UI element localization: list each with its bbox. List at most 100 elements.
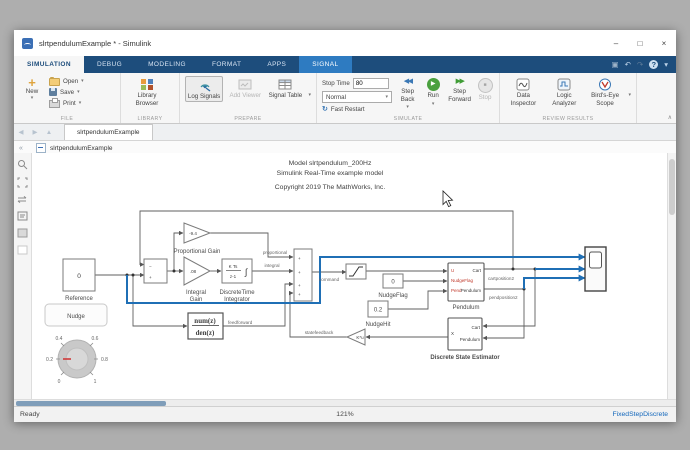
block-command-sum[interactable]: + + + +: [293, 248, 313, 302]
nudge-button[interactable]: Nudge: [44, 303, 108, 327]
group-caption-simulate: SIMULATE: [393, 116, 423, 122]
block-discrete-state-estimator[interactable]: Cart Pendulum X Discrete State Estimator: [430, 317, 500, 361]
group-review: Data Inspector Logic Analyzer Bird's-Eye…: [500, 73, 637, 123]
svg-text:Copyright 2019 The MathWorks,: Copyright 2019 The MathWorks, Inc.: [274, 184, 385, 191]
log-signals-button[interactable]: Log Signals: [185, 76, 224, 102]
prepare-overflow-caret-icon[interactable]: ▾: [308, 92, 311, 98]
new-button[interactable]: + New ▾: [19, 76, 45, 101]
tab-apps[interactable]: APPS: [267, 61, 287, 68]
signal-labels: proportional integral command statefeedb…: [228, 250, 518, 335]
block-proportional-gain[interactable]: -9.4 Proportional Gain: [173, 222, 220, 255]
signal-table-button[interactable]: Signal Table: [267, 76, 303, 100]
run-label: Run: [427, 92, 439, 99]
svg-text:Pendulum: Pendulum: [452, 305, 479, 311]
save-label: Save: [60, 88, 75, 96]
nav-up-icon[interactable]: ▲: [45, 128, 53, 136]
nav-back-icon[interactable]: ◀: [18, 129, 24, 136]
collapse-ribbon-icon[interactable]: ∧: [667, 115, 672, 121]
log-signals-label: Log Signals: [187, 93, 221, 100]
new-icon: +: [28, 75, 36, 90]
block-sum[interactable]: − +: [143, 258, 168, 284]
block-kx-gain[interactable]: K*u: [345, 328, 366, 346]
svg-text:Proportional Gain: Proportional Gain: [173, 249, 220, 255]
open-button[interactable]: Open ▾: [49, 76, 84, 86]
horizontal-scrollbar[interactable]: [14, 399, 676, 407]
save-file-icon: [49, 88, 57, 96]
svg-text:U: U: [451, 268, 454, 273]
tab-debug[interactable]: DEBUG: [96, 61, 123, 68]
add-viewer-icon: [238, 79, 252, 90]
data-inspector-button[interactable]: Data Inspector: [505, 76, 542, 108]
update-diagram-icon[interactable]: [17, 195, 28, 204]
close-button[interactable]: ×: [661, 38, 667, 48]
block-saturation[interactable]: [345, 263, 367, 280]
block-discrete-time-integrator[interactable]: K Ts z-1 ∫ DiscreteTime Integrator: [219, 258, 255, 303]
fast-restart-icon: ↻: [322, 106, 328, 113]
svg-text:NudgeHit: NudgeHit: [365, 322, 390, 328]
vertical-scrollbar-thumb[interactable]: [668, 159, 675, 215]
group-caption-library: LIBRARY: [137, 116, 163, 122]
tab-format[interactable]: FORMAT: [211, 61, 242, 68]
knob-dial[interactable]: 0 0.2 0.4 0.6 0.8 1: [46, 336, 108, 385]
add-viewer-button[interactable]: Add Viewer: [227, 76, 263, 100]
stop-time-input[interactable]: [352, 78, 389, 89]
model-canvas[interactable]: Model slrtpendulum_200Hz Simulink Real-T…: [31, 153, 667, 399]
library-browser-button[interactable]: Library Browser: [126, 76, 168, 108]
model-document-tab-label: slrtpendulumExample: [77, 129, 140, 136]
block-nudgeflag[interactable]: 0 NudgeFlag: [378, 273, 407, 299]
svg-text:+: +: [298, 283, 301, 288]
maximize-button[interactable]: □: [637, 38, 643, 48]
horizontal-scrollbar-thumb[interactable]: [16, 401, 166, 406]
svg-text:Model slrtpendulum_200Hz: Model slrtpendulum_200Hz: [288, 160, 371, 167]
mode-value: Normal: [326, 93, 346, 101]
block-integral-gain[interactable]: .08 Integral Gain: [183, 256, 211, 303]
svg-text:num(z): num(z): [194, 317, 216, 325]
tab-signal[interactable]: SIGNAL: [299, 56, 352, 73]
svg-text:Pendulum: Pendulum: [459, 337, 480, 342]
tab-simulation[interactable]: SIMULATION: [14, 56, 84, 73]
log-signals-icon: [200, 84, 210, 92]
redo-icon[interactable]: ↷: [636, 59, 644, 69]
save-icon[interactable]: ▣: [611, 59, 619, 69]
breadcrumb-model[interactable]: slrtpendulumExample: [50, 144, 113, 152]
block-pendulum[interactable]: U NudgeFlag Pend Cart Pendulum Pendulum: [447, 262, 485, 311]
nav-forward-icon[interactable]: ▶: [32, 129, 38, 136]
stop-label: Stop: [478, 94, 492, 101]
qat-caret-icon[interactable]: ▾: [664, 59, 668, 69]
stop-time-label: Stop Time: [322, 80, 350, 87]
model-document-tab[interactable]: slrtpendulumExample: [64, 124, 153, 140]
subsystem-icon[interactable]: [17, 228, 28, 238]
fit-to-view-icon[interactable]: [17, 177, 28, 188]
review-overflow-caret-icon[interactable]: ▾: [628, 92, 631, 98]
minimize-button[interactable]: –: [613, 38, 619, 48]
svg-text:command: command: [319, 277, 340, 282]
block-nudgehit[interactable]: 0.2 NudgeHit: [365, 300, 391, 328]
save-button[interactable]: Save ▾: [49, 87, 84, 97]
block-scope[interactable]: [583, 246, 607, 292]
svg-text:feedforward: feedforward: [228, 320, 253, 325]
svg-text:z-1: z-1: [230, 274, 237, 279]
model-annotation: Model slrtpendulum_200Hz Simulink Real-T…: [274, 160, 385, 191]
vertical-scrollbar[interactable]: [666, 153, 676, 399]
stop-button[interactable]: ■ Stop: [476, 76, 494, 102]
annotation-icon[interactable]: [17, 211, 28, 221]
birds-eye-scope-button[interactable]: Bird's-Eye Scope: [587, 76, 624, 108]
step-back-button[interactable]: ◀◀ Step Back ▾: [396, 76, 419, 111]
zoom-icon[interactable]: [17, 159, 28, 170]
area-icon[interactable]: [17, 245, 28, 255]
svg-text:statefeedback: statefeedback: [304, 330, 333, 335]
logic-analyzer-button[interactable]: Logic Analyzer: [546, 76, 583, 108]
browser-toggle-icon[interactable]: «: [19, 144, 23, 152]
status-solver[interactable]: FixedStepDiscrete: [612, 411, 668, 418]
help-icon[interactable]: ?: [649, 60, 659, 69]
block-feedforward[interactable]: num(z) den(z): [187, 312, 224, 340]
tab-modeling[interactable]: MODELING: [148, 61, 186, 68]
undo-icon[interactable]: ↶: [624, 59, 631, 69]
run-button[interactable]: ▶ Run ▾: [423, 76, 443, 107]
mode-select[interactable]: Normal ▾: [322, 91, 392, 103]
svg-text:K*u: K*u: [356, 335, 364, 340]
block-reference[interactable]: 0 Reference: [62, 258, 96, 302]
fast-restart-toggle[interactable]: ↻ Fast Restart: [322, 105, 392, 114]
step-forward-button[interactable]: ▶▶ Step Forward: [447, 76, 472, 103]
print-button[interactable]: Print ▾: [49, 98, 84, 108]
